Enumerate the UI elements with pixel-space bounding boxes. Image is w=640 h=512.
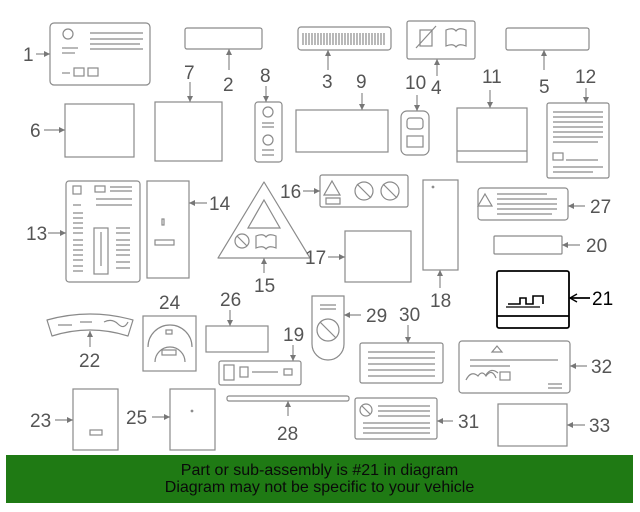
- fitment-notice-banner: Part or sub-assembly is #21 in diagram D…: [6, 455, 633, 503]
- callout-8: 8: [260, 66, 271, 87]
- callout-28: 28: [277, 424, 298, 445]
- callout-25: 25: [126, 408, 147, 429]
- callout-1: 1: [23, 45, 34, 66]
- part-27-label[interactable]: [476, 187, 585, 221]
- callout-2: 2: [223, 75, 234, 96]
- part-14-label[interactable]: [146, 180, 207, 279]
- part-3-label[interactable]: [297, 26, 392, 70]
- banner-line-1: Part or sub-assembly is #21 in diagram: [180, 462, 459, 479]
- callout-23: 23: [30, 411, 51, 432]
- callout-18: 18: [430, 291, 451, 312]
- callout-21: 21: [592, 289, 613, 310]
- part-24-label[interactable]: [142, 315, 197, 372]
- callout-24: 24: [159, 293, 181, 314]
- callout-9: 9: [356, 72, 367, 93]
- callout-11: 11: [482, 67, 502, 88]
- callout-10: 10: [405, 73, 426, 94]
- part-6-label[interactable]: [44, 103, 135, 158]
- callout-30: 30: [399, 305, 420, 326]
- callout-20: 20: [586, 236, 607, 257]
- part-25-label[interactable]: [152, 388, 216, 451]
- callout-16: 16: [280, 182, 301, 203]
- part-22-label[interactable]: [46, 313, 134, 347]
- part-8-label[interactable]: [254, 86, 283, 163]
- callout-31: 31: [458, 412, 479, 433]
- part-2-label[interactable]: [184, 27, 263, 70]
- callout-3: 3: [322, 72, 333, 93]
- part-30-label[interactable]: [359, 325, 444, 384]
- callout-33: 33: [589, 416, 610, 437]
- part-10-label[interactable]: [400, 95, 430, 156]
- callout-32: 32: [591, 357, 612, 378]
- callout-29: 29: [366, 306, 387, 327]
- callout-15: 15: [254, 276, 275, 297]
- part-5-label[interactable]: [505, 27, 590, 70]
- callout-26: 26: [220, 290, 241, 311]
- callout-22: 22: [79, 351, 100, 372]
- callout-17: 17: [305, 248, 326, 269]
- part-11-label[interactable]: [456, 90, 528, 163]
- callout-4: 4: [431, 78, 442, 99]
- part-19-label[interactable]: [218, 345, 302, 386]
- banner-line-2: Diagram may not be specific to your vehi…: [164, 479, 475, 496]
- part-26-label[interactable]: [205, 310, 269, 353]
- part-32-label[interactable]: [458, 340, 587, 394]
- callout-27: 27: [590, 197, 611, 218]
- callout-14: 14: [209, 194, 231, 215]
- diagram-canvas: 1 2 3 4 5 6 7 8 9 10 11 12 13 14 15 16 1…: [23, 20, 613, 451]
- part-13-label[interactable]: [48, 180, 141, 283]
- callout-6: 6: [30, 121, 41, 142]
- part-21-label-highlighted[interactable]: [496, 270, 590, 329]
- part-12-label[interactable]: [546, 88, 610, 179]
- callout-13: 13: [26, 224, 47, 245]
- callout-numbers: 1 2 3 4 5 6 7 8 9 10 11 12 13 14 15 16 1…: [23, 45, 613, 445]
- part-9-label[interactable]: [295, 93, 389, 153]
- callout-7: 7: [184, 63, 195, 84]
- arrowheads: [44, 49, 589, 428]
- part-23-label[interactable]: [55, 388, 119, 451]
- callout-5: 5: [539, 77, 550, 98]
- part-31-label[interactable]: [354, 397, 453, 440]
- part-4-label[interactable]: [406, 20, 476, 76]
- part-7-label[interactable]: [154, 82, 223, 162]
- callout-12: 12: [575, 67, 596, 88]
- callout-19: 19: [283, 325, 304, 346]
- part-1-label[interactable]: [36, 22, 151, 86]
- part-29-label[interactable]: [311, 295, 361, 361]
